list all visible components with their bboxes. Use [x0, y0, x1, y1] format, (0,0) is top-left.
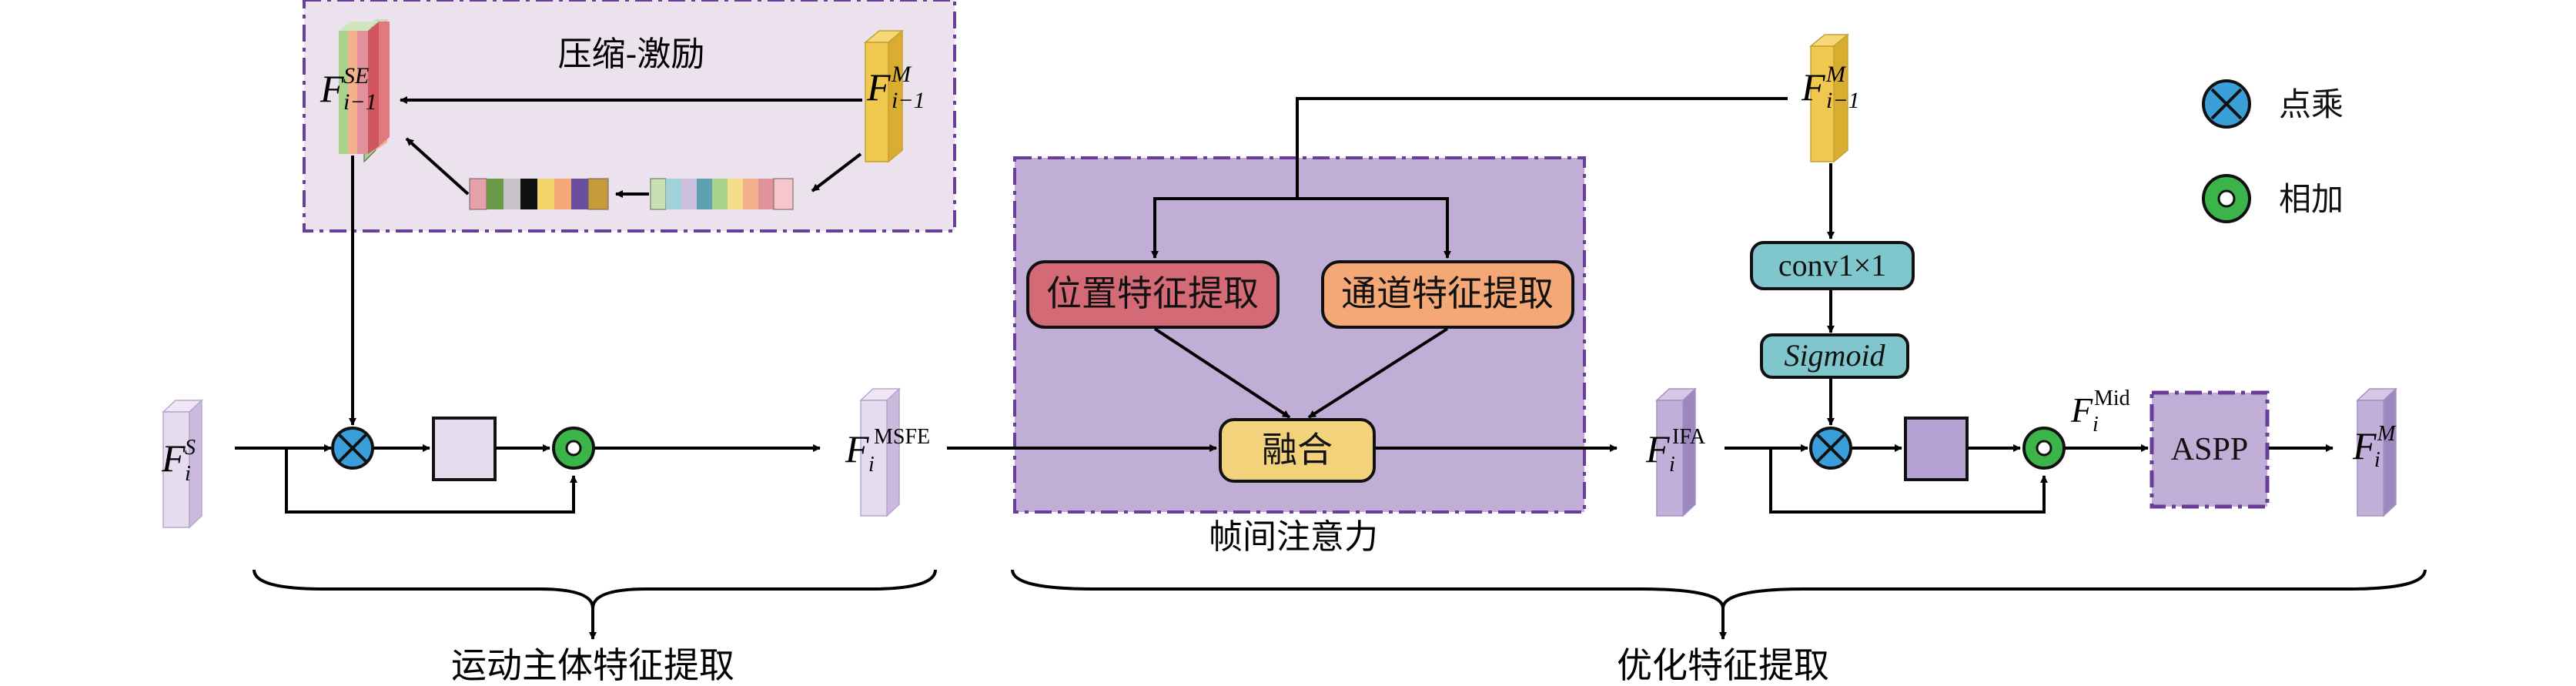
conv-block-left [432, 417, 497, 481]
svg-text:i: i [2374, 448, 2380, 472]
ifa-title: 帧间注意力 [1209, 517, 1378, 557]
svg-text:IFA: IFA [1672, 425, 1706, 449]
fm-prev-cube-right [1808, 33, 1850, 163]
split-arrow-channel [1297, 197, 1451, 259]
svg-text:i: i [185, 462, 191, 486]
svg-text:融合: 融合 [1262, 429, 1333, 470]
svg-text:F: F [161, 437, 186, 480]
svg-text:F: F [1645, 427, 1670, 470]
brace-left [253, 569, 937, 609]
svg-text:i: i [868, 453, 875, 477]
arrow-fm-to-strip [811, 152, 862, 192]
svg-text:通道特征提取: 通道特征提取 [1341, 273, 1554, 314]
svg-text:i: i [1669, 453, 1675, 477]
fm-out-label: F M i [2352, 422, 2397, 472]
skip-line-left [285, 448, 577, 514]
fm-prev-label-se: F M i−1 [866, 62, 925, 113]
svg-text:S: S [185, 436, 196, 460]
svg-text:F: F [866, 65, 891, 109]
fmsfe-label: F MSFE i [845, 425, 930, 477]
svg-text:点乘: 点乘 [2279, 85, 2343, 123]
svg-text:Sigmoid: Sigmoid [1784, 338, 1885, 373]
add-icon-right [2022, 427, 2066, 470]
brace-right [1011, 569, 2427, 609]
svg-text:M: M [1825, 62, 1847, 87]
svg-text:F: F [319, 67, 344, 110]
svg-text:F: F [2352, 424, 2377, 467]
squeeze-color-strip [650, 178, 794, 210]
svg-text:M: M [2377, 422, 2397, 446]
fifa-cube [1655, 387, 1697, 517]
svg-text:MSFE: MSFE [874, 425, 930, 449]
svg-text:F: F [845, 427, 869, 470]
svg-text:ASPP: ASPP [2171, 432, 2248, 467]
arrow-channel-to-fusion [1307, 327, 1449, 419]
legend-add: 相加 [2202, 174, 2343, 223]
channel-feature-block: 通道特征提取 [1321, 260, 1574, 329]
group-right-label: 优化特征提取 [1617, 644, 1829, 686]
fse-feature-cube [339, 19, 390, 163]
svg-text:F: F [1801, 65, 1825, 109]
skip-line-right [1769, 448, 2048, 514]
fmid-label: F Mid i [2070, 387, 2130, 437]
svg-text:F: F [2070, 390, 2093, 430]
arrow-strip-to-fse [405, 137, 470, 196]
multiply-icon [331, 427, 374, 470]
svg-text:i: i [2093, 413, 2099, 437]
fse-label: F SE i−1 [319, 63, 377, 115]
conv1x1-block: conv1×1 [1750, 241, 1915, 290]
svg-text:相加: 相加 [2279, 180, 2343, 218]
svg-text:SE: SE [343, 63, 369, 89]
sigmoid-block: Sigmoid [1760, 333, 1909, 379]
legend-multiply: 点乘 [2202, 79, 2343, 129]
position-feature-block: 位置特征提取 [1026, 260, 1280, 329]
fm-prev-cube-se [863, 29, 905, 163]
svg-text:位置特征提取: 位置特征提取 [1046, 273, 1259, 314]
fs-cube [162, 399, 203, 529]
svg-text:i−1: i−1 [343, 89, 377, 115]
fm-to-attention-line [1296, 97, 1788, 199]
fusion-block: 融合 [1219, 418, 1376, 483]
svg-text:i−1: i−1 [1826, 88, 1860, 113]
split-arrow-position [1151, 197, 1297, 259]
svg-text:M: M [891, 62, 912, 87]
fs-label: F S i [161, 436, 196, 486]
fifa-label: F IFA i [1645, 425, 1706, 477]
multiply-icon-right [1809, 427, 1852, 470]
fmsfe-cube [859, 387, 901, 517]
fm-prev-label-right: F M i−1 [1801, 62, 1860, 113]
group-left-label: 运动主体特征提取 [451, 644, 734, 686]
svg-text:Mid: Mid [2094, 387, 2130, 410]
add-icon [552, 427, 595, 470]
se-title: 压缩-激励 [558, 35, 705, 74]
fm-out-cube [2356, 387, 2397, 517]
aspp-block: ASPP [2149, 390, 2270, 509]
conv-block-right [1904, 417, 1969, 481]
svg-text:conv1×1: conv1×1 [1778, 248, 1886, 283]
svg-text:i−1: i−1 [892, 88, 925, 113]
arrow-position-to-fusion [1153, 327, 1291, 419]
excite-color-strip [469, 178, 609, 210]
